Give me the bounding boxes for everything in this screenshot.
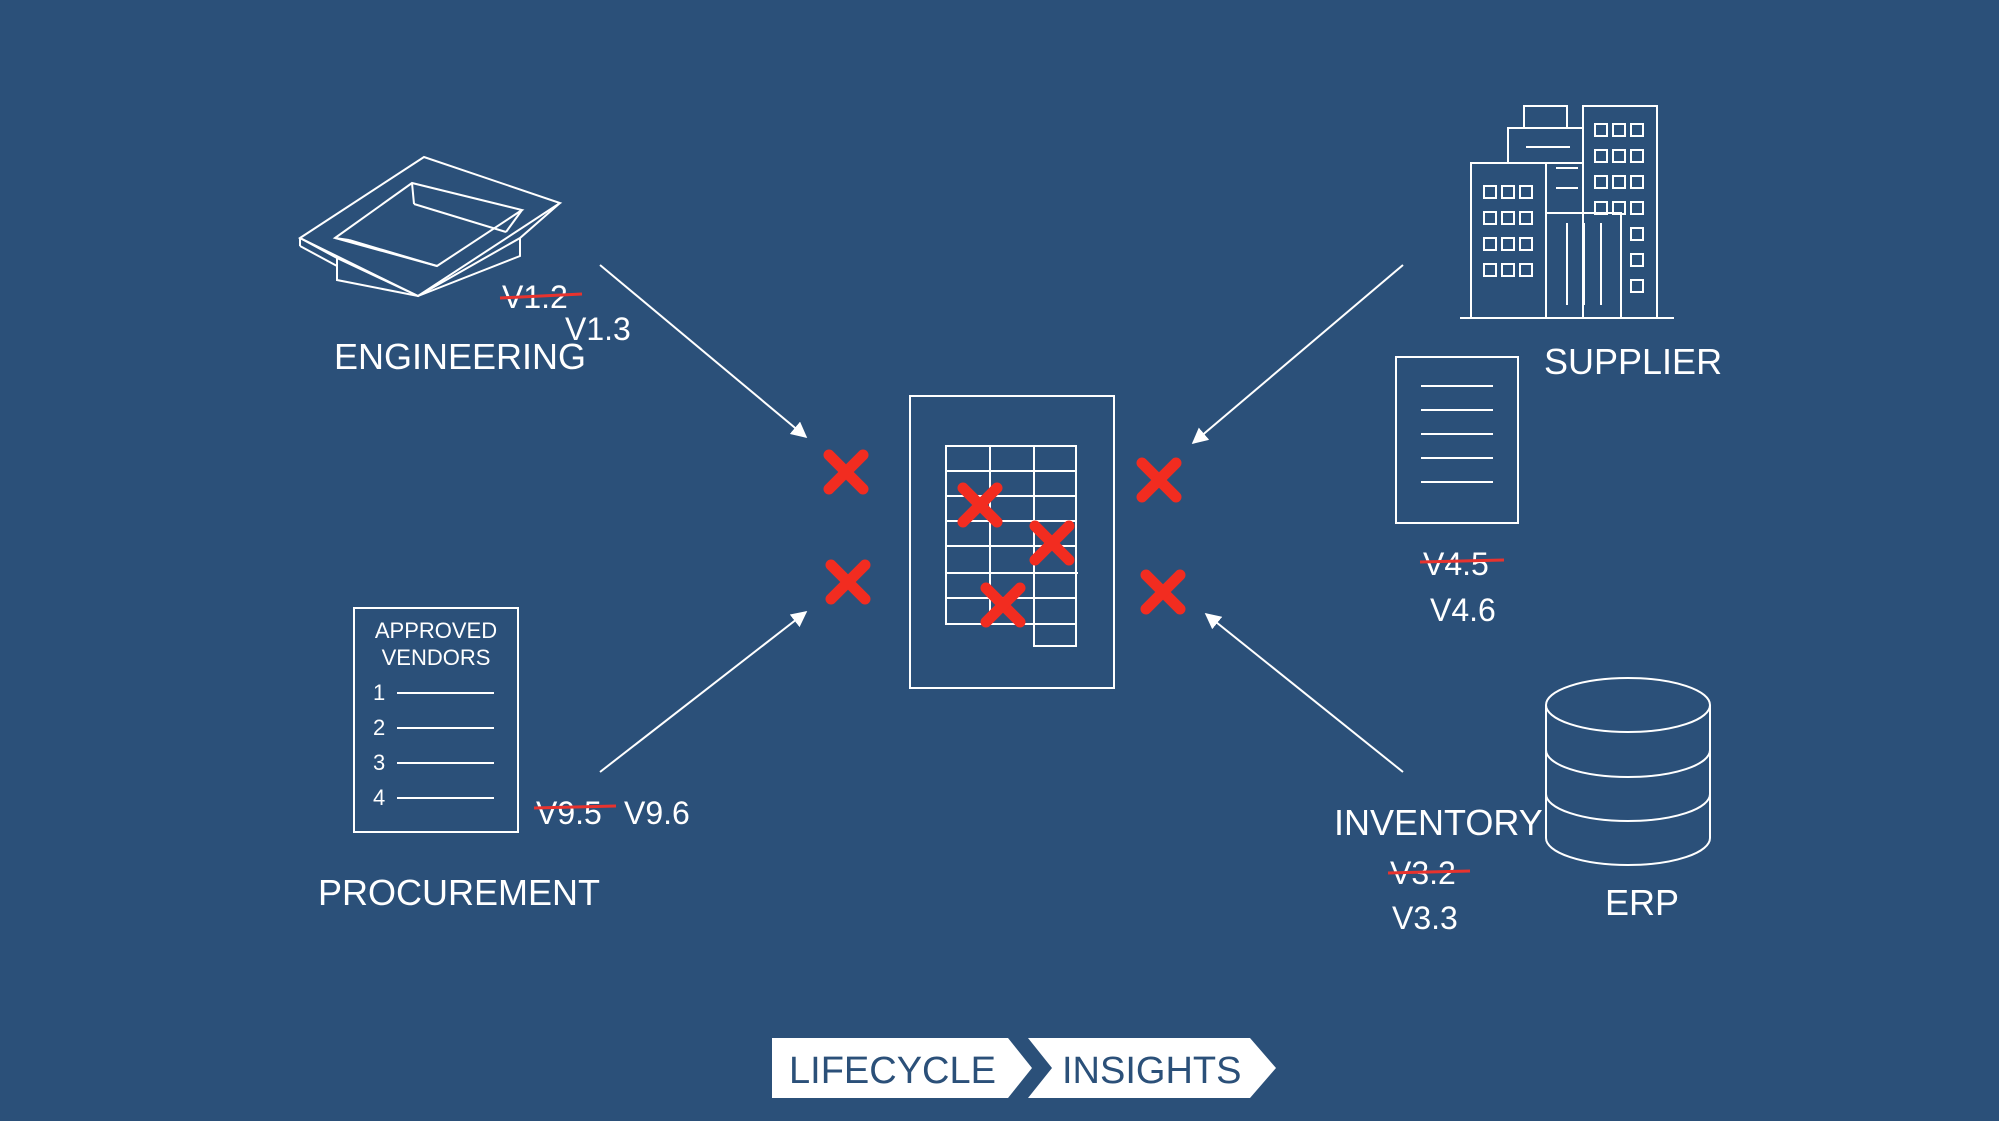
supplier-window-grid (1483, 123, 1644, 293)
inventory-new-version: V3.3 (1392, 900, 1458, 936)
brand-part2: INSIGHTS (1062, 1050, 1241, 1092)
vendor-list-item-2: 2 (373, 715, 385, 740)
vendor-list-item-3: 3 (373, 750, 385, 775)
supplier-buildings-icon (1460, 105, 1674, 319)
procurement-strikethrough (533, 804, 617, 810)
vendor-list-title-line2: VENDORS (382, 645, 491, 670)
erp-database-icon (1545, 677, 1711, 866)
procurement-new-version: V9.6 (624, 795, 690, 831)
error-x-marks (823, 449, 1186, 628)
supplier-strikethrough (1419, 558, 1505, 564)
error-x-icon (1029, 520, 1075, 566)
supplier-label: SUPPLIER (1544, 341, 1722, 382)
vendor-list-item-1: 1 (373, 680, 385, 705)
supplier-document-icon (1395, 356, 1519, 524)
procurement-label: PROCUREMENT (318, 872, 600, 913)
engineering-tray-icon (297, 155, 563, 298)
engineering-label: ENGINEERING (334, 336, 586, 377)
inventory-strikethrough (1387, 869, 1471, 875)
error-x-icon (980, 582, 1026, 628)
engineering-strikethrough (499, 292, 583, 300)
engineering-new-version: V1.3 (565, 311, 631, 347)
error-x-icon (1136, 457, 1182, 503)
arrow-supplier-to-center (1191, 264, 1404, 445)
inventory-label: INVENTORY (1334, 802, 1543, 843)
procurement-old-version: V9.5 (536, 795, 602, 831)
arrow-procurement-to-center (599, 611, 808, 773)
brand-part1: LIFECYCLE (789, 1050, 996, 1092)
error-x-icon (823, 449, 869, 495)
vendor-list-title-line1: APPROVED (375, 618, 497, 643)
supplier-new-version: V4.6 (1430, 592, 1496, 628)
procurement-vendor-list-icon: APPROVED VENDORS 1 2 3 4 (353, 607, 519, 833)
vendor-list-item-4: 4 (373, 785, 385, 810)
error-x-icon (825, 559, 871, 605)
error-x-icon (957, 482, 1003, 528)
arrow-inventory-to-center (1204, 612, 1404, 773)
supplier-old-version: V4.5 (1423, 546, 1489, 582)
erp-label: ERP (1605, 882, 1679, 923)
arrow-engineering-to-center (599, 264, 808, 439)
center-spreadsheet-document-icon (909, 395, 1115, 689)
brand-logo: LIFECYCLE INSIGHTS (772, 1038, 1276, 1098)
error-x-icon (1140, 569, 1186, 615)
